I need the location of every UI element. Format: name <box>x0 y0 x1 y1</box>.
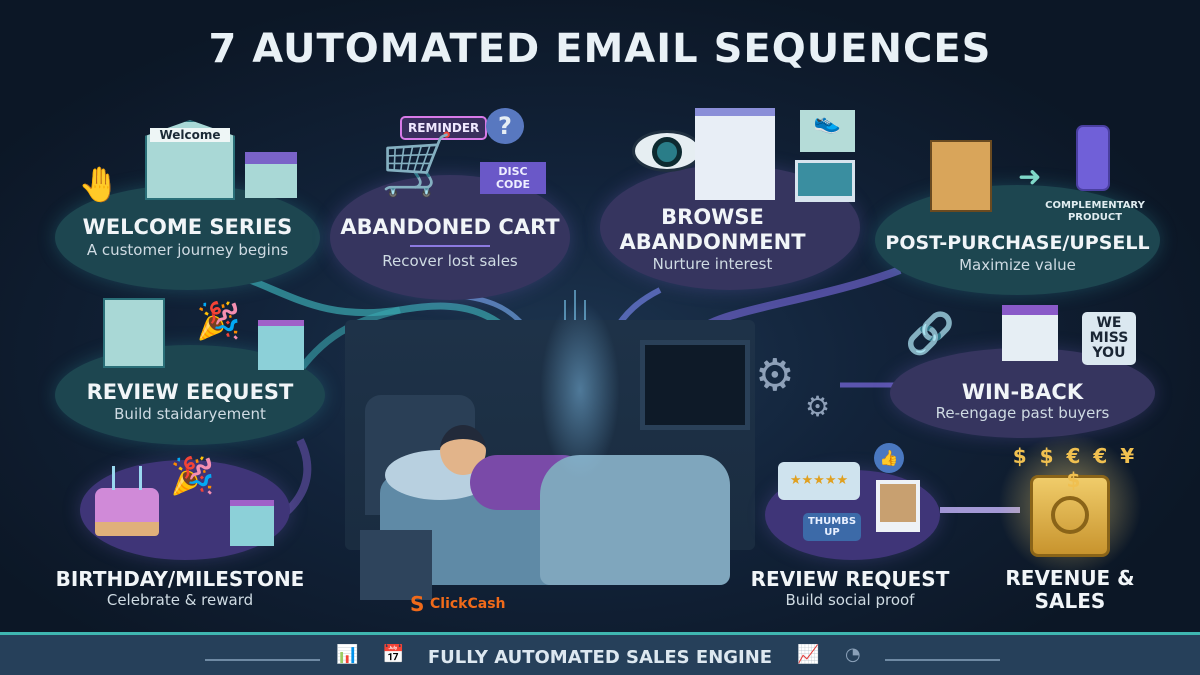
we-miss-you-bubble: WE MISS YOU <box>1082 312 1136 365</box>
gears-icon: ⚙ <box>755 350 795 401</box>
complementary-product-label: COMPLEMENTARY PRODUCT <box>1045 200 1145 223</box>
revenue-line2: SALES <box>1034 589 1106 613</box>
safe-icon <box>1030 475 1110 557</box>
party-hat-icon: 🎉 <box>170 456 215 497</box>
sneaker-icon: 👟 <box>800 110 855 152</box>
shopping-cart-icon: 🛒 <box>380 130 455 200</box>
window <box>640 340 750 430</box>
abandoned-cart-subtitle: Recover lost sales <box>382 252 518 270</box>
currency-symbols: $ $ € € ¥ $ <box>1012 444 1138 492</box>
abandoned-cart-card <box>330 175 570 300</box>
browse-abandonment-subtitle: Nurture interest <box>652 255 773 273</box>
post-purchase-title: POST-PURCHASE/UPSELL <box>885 232 1150 254</box>
small-gear-icon: ⚙ <box>805 390 831 423</box>
page-title: 7 AUTOMATED EMAIL SEQUENCES <box>208 26 992 72</box>
gift-box-icon <box>230 500 274 546</box>
calendar-clock-icon: 📅 <box>382 644 405 665</box>
data-stream-glow <box>540 300 620 480</box>
blanket <box>540 455 730 585</box>
pie-chart-icon: ◔ <box>845 644 861 665</box>
envelope-letter-icon <box>103 298 165 368</box>
question-icon: ? <box>486 108 524 144</box>
broken-link-icon: 🔗 <box>905 311 955 357</box>
package-box-icon <box>930 140 992 212</box>
gift-icon <box>258 320 304 370</box>
title-line2: ABANDONMENT <box>619 230 806 254</box>
discount-code-ticket: DISC CODE <box>480 162 546 194</box>
title-line1: BROWSE <box>661 205 764 229</box>
review-request-subtitle: Build social proof <box>785 591 915 609</box>
browser-window-icon <box>695 108 775 200</box>
handshake-hand-icon: 🤚 <box>78 165 121 205</box>
birthday-cake-icon <box>95 488 159 536</box>
footer-line-right <box>885 659 1000 661</box>
clickcash-logo-icon: S <box>410 592 425 616</box>
abandoned-cart-title: ABANDONED CART <box>340 215 560 239</box>
review-request-title: REVIEW REQUEST <box>750 567 950 591</box>
calendar-icon <box>1002 305 1058 361</box>
eye-icon <box>632 130 702 172</box>
post-purchase-card <box>875 185 1160 295</box>
revenue-title: REVENUE &SALES <box>985 567 1155 613</box>
birthday-title: BIRTHDAY/MILESTONE <box>55 567 305 591</box>
thumbs-up-bubble: THUMBS UP <box>803 513 861 541</box>
nightstand <box>360 530 432 600</box>
welcome-series-subtitle: A customer journey begins <box>86 241 289 259</box>
reminder-badge: REMINDER <box>400 116 488 140</box>
revenue-line1: REVENUE & <box>1005 566 1135 590</box>
thumbs-up-icon: 👍 <box>874 443 904 473</box>
five-star-rating-icon: ★★★★★ <box>778 462 860 500</box>
footer-line-left <box>205 659 320 661</box>
post-purchase-subtitle: Maximize value <box>959 256 1076 274</box>
arrow-right-icon: ➜ <box>1018 160 1042 193</box>
footer-title: FULLY AUTOMATED SALES ENGINE <box>427 647 773 668</box>
smartphone-icon <box>1076 125 1110 191</box>
photo-avatar <box>876 480 920 532</box>
welcome-letter: Welcome <box>150 128 230 142</box>
birthday-subtitle: Celebrate & reward <box>106 591 254 609</box>
storefront-icon <box>245 152 297 198</box>
clickcash-logo: ClickCash <box>430 596 506 612</box>
party-popper-icon: 🎉 <box>196 301 241 342</box>
win-back-title: WIN-BACK <box>961 380 1084 404</box>
growth-chart-icon: 📈 <box>797 644 820 665</box>
divider <box>410 245 490 247</box>
candles-icon <box>112 466 142 490</box>
footer-bar: 📊 📅 FULLY AUTOMATED SALES ENGINE 📈 ◔ <box>0 632 1200 675</box>
win-back-subtitle: Re-engage past buyers <box>935 404 1110 422</box>
welcome-series-card <box>55 185 320 290</box>
laptop-icon <box>795 160 855 202</box>
review-eequest-title: REVIEW EEQUEST <box>86 380 294 404</box>
bar-chart-icon: 📊 <box>336 644 359 665</box>
welcome-series-title: WELCOME SERIES <box>82 215 293 239</box>
review-eequest-subtitle: Build staidaryement <box>114 405 266 423</box>
